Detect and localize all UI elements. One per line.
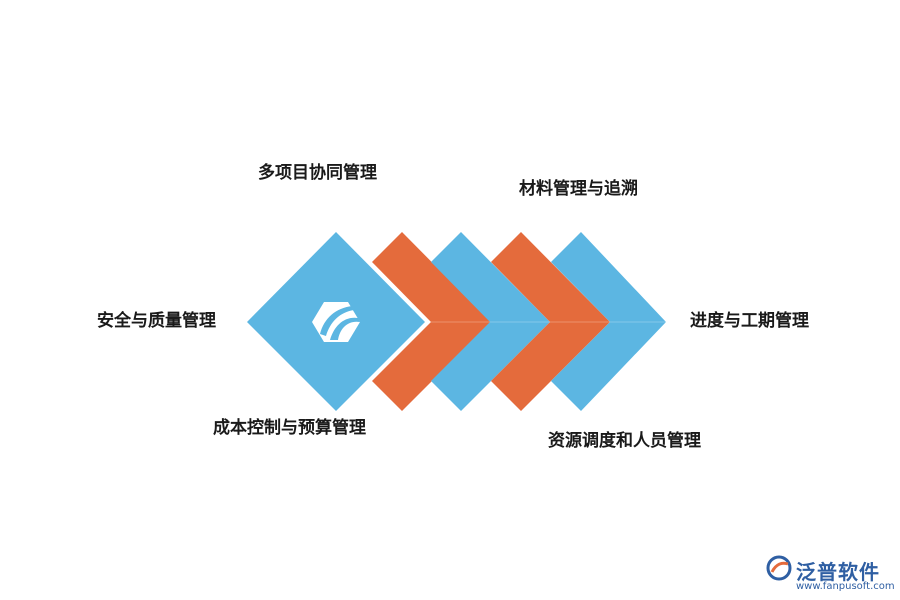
brand-url: www.fanpusoft.com — [796, 581, 895, 592]
label-schedule: 进度与工期管理 — [690, 311, 809, 331]
brand-name: 泛普软件 — [796, 560, 880, 584]
brand-logo-icon — [766, 555, 792, 581]
label-material: 材料管理与追溯 — [519, 179, 638, 199]
hexagon-logo-icon — [312, 302, 360, 342]
chevron-orange-2 — [491, 232, 610, 411]
label-safety-quality: 安全与质量管理 — [97, 311, 216, 331]
label-cost-budget: 成本控制与预算管理 — [213, 418, 366, 438]
chevron-orange-1 — [372, 232, 491, 411]
chevron-blue-1 — [431, 232, 550, 411]
chevron-blue-2 — [551, 232, 666, 411]
label-resource: 资源调度和人员管理 — [548, 431, 701, 451]
brand-watermark: 泛普软件 www.fanpusoft.com — [766, 553, 896, 597]
label-multi-project: 多项目协同管理 — [258, 163, 377, 183]
